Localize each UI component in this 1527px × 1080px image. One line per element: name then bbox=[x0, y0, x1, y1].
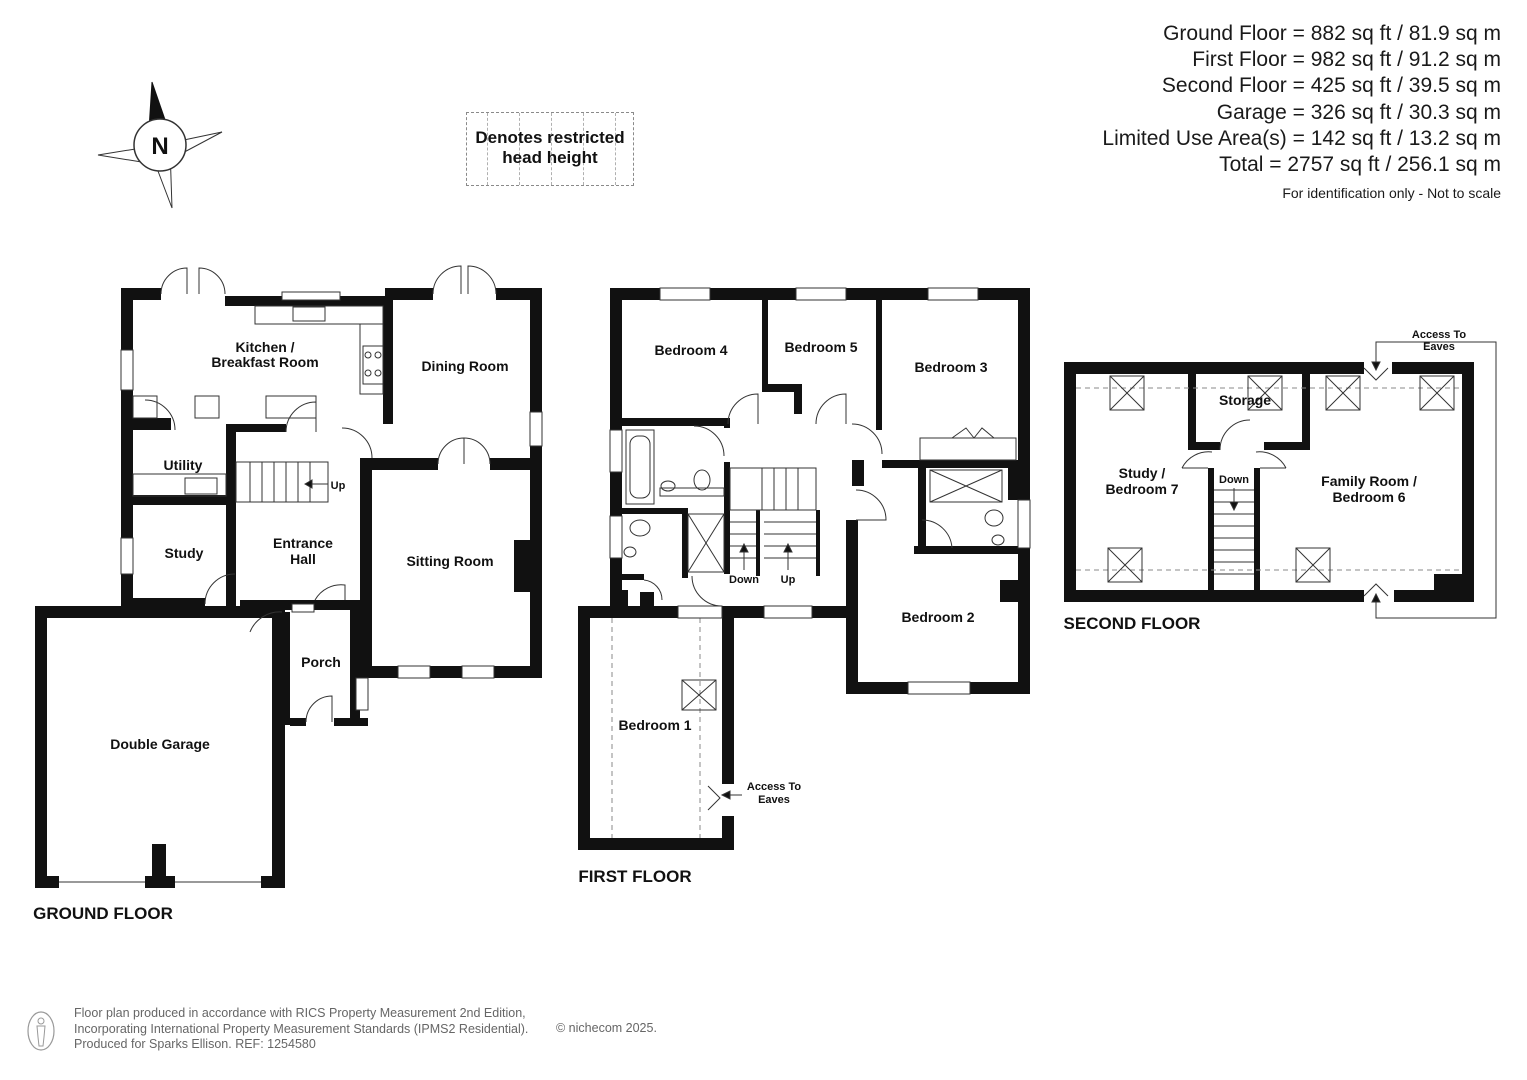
compass-icon: N bbox=[97, 81, 223, 209]
second-floor-plan bbox=[1064, 362, 1474, 602]
label-study: Study bbox=[165, 545, 204, 561]
label-eaves-second-2: Eaves bbox=[1423, 341, 1455, 353]
title-second-floor: SECOND FLOOR bbox=[1064, 614, 1201, 633]
label-porch: Porch bbox=[301, 654, 341, 670]
legend-line-1: Denotes restricted bbox=[475, 128, 625, 147]
label-utility: Utility bbox=[164, 457, 203, 473]
title-first-floor: FIRST FLOOR bbox=[578, 867, 691, 886]
label-kitchen-2: Breakfast Room bbox=[211, 354, 318, 370]
label-bedroom-5: Bedroom 5 bbox=[784, 339, 857, 355]
title-ground-floor: GROUND FLOOR bbox=[33, 904, 173, 923]
label-stairs-down-first: Down bbox=[729, 574, 759, 586]
footer-copyright: © nichecom 2025. bbox=[556, 1021, 657, 1035]
label-study-bedroom-7-1: Study / bbox=[1119, 465, 1166, 481]
label-bedroom-2: Bedroom 2 bbox=[901, 609, 974, 625]
label-kitchen-1: Kitchen / bbox=[235, 339, 294, 355]
label-eaves-second-1: Access To bbox=[1412, 329, 1466, 341]
legend-line-2: head height bbox=[502, 148, 598, 167]
area-garage: Garage = 326 sq ft / 30.3 sq m bbox=[1216, 101, 1501, 124]
footer-line-3: Produced for Sparks Ellison. REF: 125458… bbox=[74, 1037, 316, 1051]
label-double-garage: Double Garage bbox=[110, 736, 210, 752]
label-entrance-hall-1: Entrance bbox=[273, 535, 333, 551]
label-eaves-first-1: Access To bbox=[747, 781, 801, 793]
ground-floor-plan bbox=[35, 288, 542, 888]
compass-label: N bbox=[151, 133, 168, 160]
label-study-bedroom-7-2: Bedroom 7 bbox=[1105, 481, 1178, 497]
label-entrance-hall-2: Hall bbox=[290, 551, 316, 567]
restricted-height-legend: Denotes restricted head height bbox=[466, 112, 634, 186]
label-stairs-down-second: Down bbox=[1219, 474, 1249, 486]
area-ground-floor: Ground Floor = 882 sq ft / 81.9 sq m bbox=[1163, 22, 1501, 45]
label-bedroom-3: Bedroom 3 bbox=[914, 359, 987, 375]
area-second-floor: Second Floor = 425 sq ft / 39.5 sq m bbox=[1161, 74, 1501, 97]
footer-line-2: Incorporating International Property Mea… bbox=[74, 1021, 529, 1036]
label-family-room-1: Family Room / bbox=[1321, 473, 1417, 489]
label-dining-room: Dining Room bbox=[421, 358, 508, 374]
label-family-room-2: Bedroom 6 bbox=[1332, 489, 1405, 505]
area-total: Total = 2757 sq ft / 256.1 sq m bbox=[1219, 153, 1501, 176]
label-sitting-room: Sitting Room bbox=[406, 553, 493, 569]
label-bedroom-4: Bedroom 4 bbox=[654, 342, 727, 358]
label-stairs-up-first: Up bbox=[781, 574, 796, 586]
label-bedroom-1: Bedroom 1 bbox=[618, 717, 691, 733]
person-scale-icon bbox=[27, 1011, 55, 1051]
area-first-floor: First Floor = 982 sq ft / 91.2 sq m bbox=[1192, 48, 1501, 71]
area-limited-use: Limited Use Area(s) = 142 sq ft / 13.2 s… bbox=[1102, 127, 1501, 150]
footer-line-1: Floor plan produced in accordance with R… bbox=[74, 1006, 526, 1020]
label-storage: Storage bbox=[1219, 392, 1271, 408]
label-stairs-up-ground: Up bbox=[331, 480, 346, 492]
scale-note: For identification only - Not to scale bbox=[1282, 185, 1501, 201]
label-eaves-first-2: Eaves bbox=[758, 794, 790, 806]
footer-notes: Floor plan produced in accordance with R… bbox=[74, 1006, 528, 1053]
